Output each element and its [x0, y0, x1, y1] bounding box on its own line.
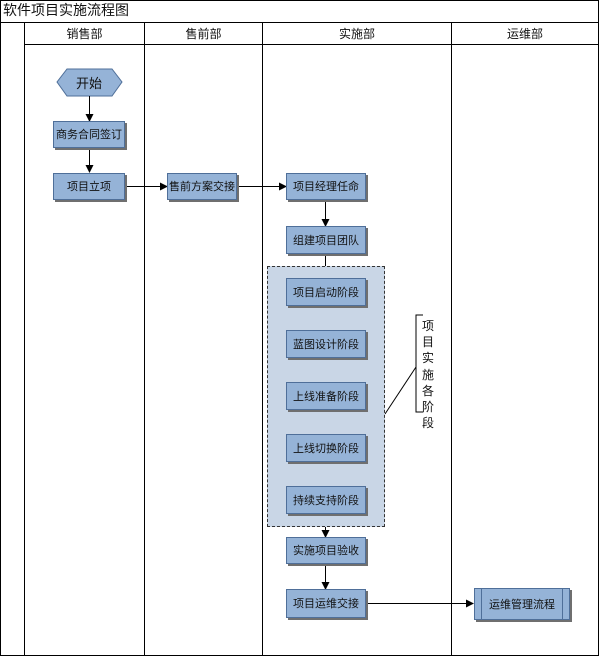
lane-header-implementation: 实施部 — [338, 27, 375, 41]
group-label-char: 段 — [421, 416, 434, 431]
group-callout — [384, 314, 423, 415]
node-team-build: 组建项目团队 — [286, 226, 366, 254]
node-ops-process-left-bar — [481, 589, 482, 619]
node-project-setup: 项目立项 — [53, 173, 125, 200]
group-label-char: 阶 — [421, 400, 434, 415]
group-label: 项 目 实 施 各 阶 段 — [420, 318, 436, 431]
start-shape — [56, 68, 123, 97]
lane-header-sales: 销售部 — [66, 27, 103, 41]
node-ops-process-right-bar — [562, 589, 563, 619]
node-golive-prep: 上线准备阶段 — [286, 382, 366, 410]
group-label-char: 项 — [421, 319, 434, 333]
node-ops-process: 运维管理流程 — [474, 588, 570, 620]
node-pm-appointment: 项目经理任命 — [286, 173, 366, 200]
lane-header-operations: 运维部 — [506, 27, 543, 41]
lane-header-presales: 售前部 — [185, 27, 222, 41]
node-kickoff: 项目启动阶段 — [286, 278, 366, 306]
node-ops-process-label: 运维管理流程 — [489, 597, 555, 611]
page-title: 软件项目实施流程图 — [3, 3, 129, 19]
node-contract: 商务合同签订 — [53, 121, 125, 148]
group-label-char: 实 — [421, 351, 434, 366]
group-label-char: 各 — [421, 383, 434, 398]
node-ops-handover: 项目运维交接 — [286, 589, 366, 618]
node-golive-switch: 上线切换阶段 — [286, 434, 366, 462]
start-label: 开始 — [75, 76, 102, 92]
node-acceptance: 实施项目验收 — [286, 537, 366, 564]
node-presales-handover: 售前方案交接 — [167, 173, 237, 200]
node-blueprint: 蓝图设计阶段 — [286, 330, 366, 358]
node-support: 持续支持阶段 — [286, 486, 366, 514]
group-label-char: 目 — [421, 335, 434, 350]
group-label-char: 施 — [421, 367, 434, 382]
